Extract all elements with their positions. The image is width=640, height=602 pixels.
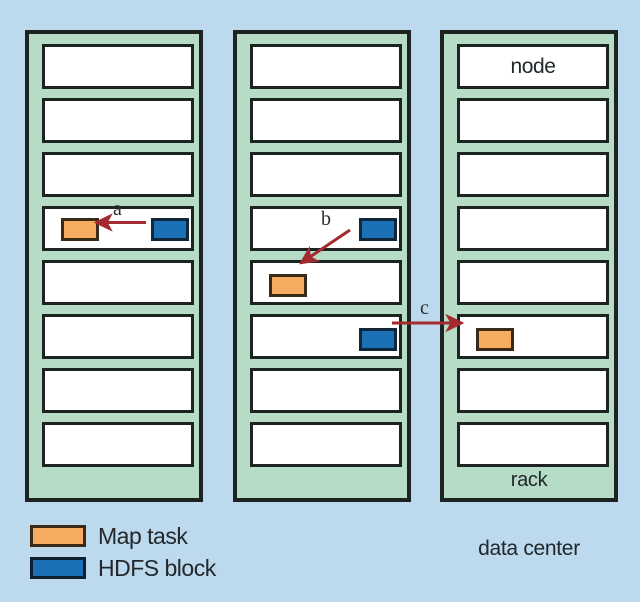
arrow-c-label: c: [420, 297, 429, 319]
map-task-chip: [61, 218, 99, 241]
rack-1-node-5: [42, 260, 194, 305]
rack-1-node-6: [42, 314, 194, 359]
rack-3-node-5: [457, 260, 609, 305]
rack-label: rack: [510, 469, 548, 491]
map-task-swatch-icon: [30, 525, 86, 547]
rack-3: node rack: [440, 30, 618, 502]
rack-2-node-6: [250, 314, 402, 359]
legend-label: HDFS block: [98, 554, 216, 581]
arrow-a-label: a: [113, 198, 122, 220]
rack-1-node-3: [42, 152, 194, 197]
rack-2-node-2: [250, 98, 402, 143]
rack-2: [233, 30, 411, 502]
rack-3-node-3: [457, 152, 609, 197]
rack-3-node-2: [457, 98, 609, 143]
hdfs-block-chip: [151, 218, 189, 241]
rack-2-node-8: [250, 422, 402, 467]
map-task-chip: [269, 274, 307, 297]
rack-3-node-1: node: [457, 44, 609, 89]
rack-2-node-7: [250, 368, 402, 413]
rack-3-node-6: [457, 314, 609, 359]
rack-1-node-7: [42, 368, 194, 413]
rack-2-node-5: [250, 260, 402, 305]
data-center-label: data center: [478, 537, 580, 560]
node-label: node: [510, 54, 556, 78]
arrow-b-label: b: [321, 208, 331, 230]
rack-1-node-4: [42, 206, 194, 251]
legend-item-map-task: Map task: [30, 520, 216, 552]
rack-1-node-1: [42, 44, 194, 89]
rack-2-node-3: [250, 152, 402, 197]
rack-1: [25, 30, 203, 502]
legend-item-hdfs-block: HDFS block: [30, 552, 216, 584]
rack-1-node-2: [42, 98, 194, 143]
rack-3-node-7: [457, 368, 609, 413]
rack-2-node-1: [250, 44, 402, 89]
hdfs-block-chip: [359, 218, 397, 241]
map-task-chip: [476, 328, 514, 351]
hdfs-block-swatch-icon: [30, 557, 86, 579]
legend: Map task HDFS block: [30, 520, 216, 584]
hdfs-block-chip: [359, 328, 397, 351]
rack-3-node-4: [457, 206, 609, 251]
rack-3-node-8: [457, 422, 609, 467]
legend-label: Map task: [98, 522, 188, 549]
rack-1-node-8: [42, 422, 194, 467]
